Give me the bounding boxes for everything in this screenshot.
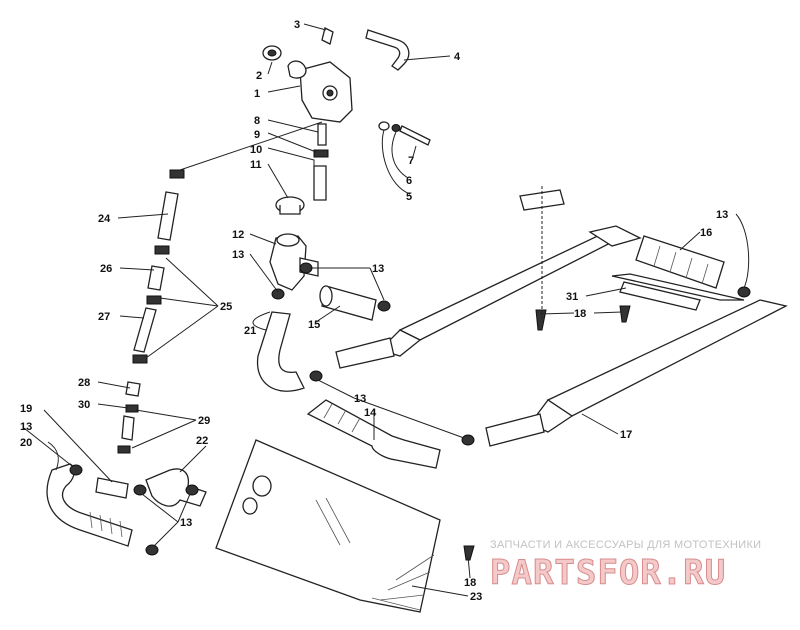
callout-17: 17	[620, 429, 632, 441]
callout-10: 10	[250, 144, 262, 156]
callout-29: 29	[198, 415, 210, 427]
callout-13-a: 13	[232, 249, 244, 261]
leader-lines	[23, 23, 750, 597]
tee-fitting	[95, 477, 129, 499]
watermark: ЗАПЧАСТИ И АКСЕССУАРЫ ДЛЯ МОТОТЕХНИКИ PA…	[490, 539, 762, 594]
callout-6: 6	[406, 175, 412, 187]
callout-23: 23	[470, 591, 482, 603]
callout-4: 4	[454, 51, 461, 63]
callout-13-e: 13	[354, 393, 366, 405]
callout-25: 25	[220, 301, 232, 313]
callout-9: 9	[254, 129, 260, 141]
callout-27: 27	[98, 311, 110, 323]
outlet-fitting	[317, 123, 327, 146]
callout-13-f: 13	[716, 209, 728, 221]
callout-11: 11	[250, 159, 262, 171]
screw-upper	[535, 309, 547, 331]
frame-outlet-fitting	[485, 413, 545, 447]
frame-inlet-fitting	[335, 337, 395, 369]
small-clamp	[321, 27, 334, 45]
callout-18-b: 18	[464, 577, 476, 589]
mounting-bolt	[399, 125, 431, 146]
callout-14: 14	[364, 407, 377, 419]
elbow-hose	[145, 468, 207, 507]
callout-1: 1	[254, 88, 260, 100]
callout-8: 8	[254, 115, 260, 127]
callout-16: 16	[700, 227, 712, 239]
overflow-tube-assembly	[117, 169, 185, 454]
callout-15: 15	[308, 319, 320, 331]
lock-washer	[391, 124, 401, 132]
vent-hose	[313, 165, 327, 201]
callout-12: 12	[232, 229, 244, 241]
callout-13-c: 13	[20, 421, 32, 433]
hose-clamps	[69, 262, 751, 556]
screw-lower	[463, 545, 475, 561]
callout-26: 26	[100, 263, 112, 275]
heat-exchanger	[215, 439, 441, 613]
lower-left-hose	[46, 463, 133, 547]
tunnel-heat-exchanger-frame	[378, 225, 788, 433]
fitting-clamp	[313, 149, 329, 158]
filler-neck	[269, 233, 319, 291]
callout-30: 30	[78, 399, 90, 411]
callout-2: 2	[256, 70, 262, 82]
screw-frame	[619, 305, 631, 323]
callout-labels: 1 2 3 4 5 6 7 8 9 10 11 12 13 13 15 24 2…	[20, 19, 728, 603]
callout-13-d: 13	[180, 517, 192, 529]
callout-28: 28	[78, 377, 90, 389]
callout-21: 21	[244, 325, 256, 337]
frame-tag	[519, 189, 565, 211]
callout-5: 5	[406, 191, 412, 203]
bottle-cap	[262, 45, 282, 61]
callout-3: 3	[294, 19, 300, 31]
callout-18-a: 18	[574, 308, 586, 320]
radiator-cap	[275, 196, 305, 215]
callout-20: 20	[20, 437, 32, 449]
watermark-tagline: ЗАПЧАСТИ И АКСЕССУАРЫ ДЛЯ МОТОТЕХНИКИ	[490, 539, 761, 551]
callout-13-b: 13	[372, 263, 384, 275]
short-hose	[319, 285, 377, 321]
overflow-hose	[365, 29, 410, 71]
callout-19: 19	[20, 403, 32, 415]
callout-24: 24	[98, 213, 111, 225]
callout-7: 7	[408, 155, 414, 167]
coolant-bracket	[287, 60, 353, 123]
watermark-logo: PARTSFOR.RU	[490, 553, 726, 593]
callout-22: 22	[196, 435, 208, 447]
filler-hose	[256, 311, 305, 392]
washer	[378, 121, 390, 131]
callout-31: 31	[566, 291, 578, 303]
frame-hose	[635, 235, 725, 289]
